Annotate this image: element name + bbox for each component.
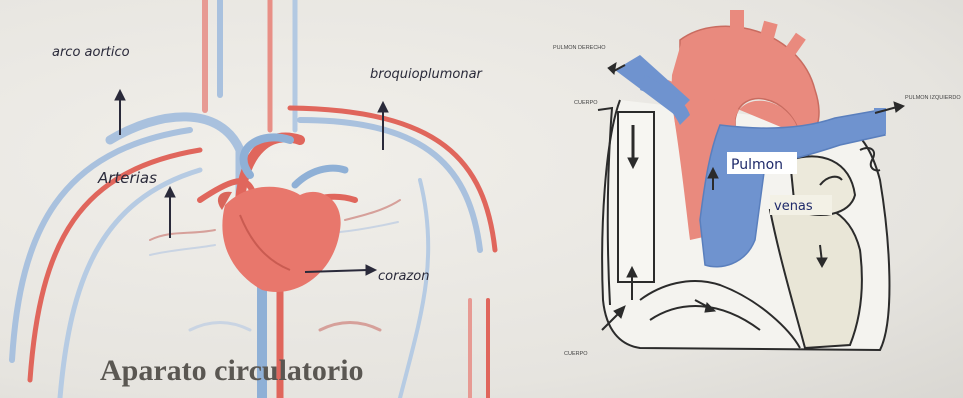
label-cuerpo-top: CUERPO [574,100,598,106]
label-venas: venas [774,199,813,214]
right-heart-diagram [598,10,889,350]
label-arco-aortico: arco aortico [52,45,130,60]
label-arterias: Arterias [97,169,157,187]
heart-shape [222,187,340,292]
label-broquioplumonar: broquioplumonar [370,67,484,82]
label-cuerpo-bottom: CUERPO [564,351,588,357]
label-pulmon-derecho: PULMON DERECHO [553,45,606,51]
diagram-title: Aparato circulatorio [100,354,364,387]
label-pulmon: Pulmon [731,157,783,173]
label-pulmon-izquierdo: PULMON IZQUIERDO [905,95,961,101]
label-corazon: corazon [378,269,429,284]
